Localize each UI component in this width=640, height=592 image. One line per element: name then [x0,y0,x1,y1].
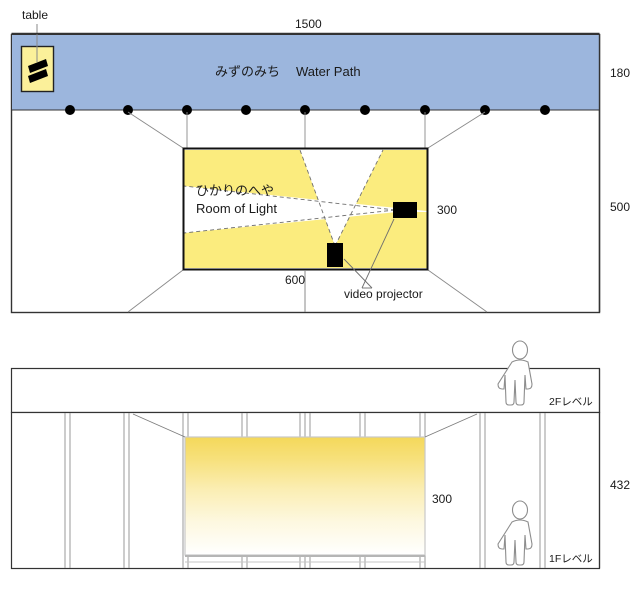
water-path-band [12,35,599,110]
video-projector-label: video projector [344,287,423,301]
column-dot [182,105,192,115]
projector-leader-lines [343,218,395,289]
plan-diagonal-guides [127,111,488,313]
elevation-diagonal-guides [132,413,478,438]
table-marks [28,59,48,83]
person-1f-figure [497,500,533,566]
plan-view [10,24,601,314]
level-2f-label: 2Fレベル [549,396,593,408]
water-depth-dimension-label: 180 [610,66,631,80]
beam-dashed-outlines [183,149,396,247]
room-of-light-label-jp: ひかりのへや [196,183,275,198]
water-path-label-jp: みずのみち [215,64,281,79]
room-of-light-border [182,147,429,271]
total-depth-dimension-label: 500 [610,200,631,214]
room-width-dimension-label: 600 [285,273,306,287]
person-2f-figure [497,340,533,406]
projection-spread-lower [184,212,427,268]
light-room-panel [184,436,426,556]
table-label: table [22,8,49,22]
column-dot [540,105,550,115]
column-dot [420,105,430,115]
elevation-view [10,340,601,570]
plan-width-dimension-label: 1500 [295,17,322,31]
column-dot [360,105,370,115]
room-depth-dimension-label: 300 [437,203,458,217]
wall-projector-beam [184,186,395,233]
column-dot [65,105,75,115]
column-dot [480,105,490,115]
room-of-light-label-en: Room of Light [196,201,277,216]
elevation-room-height-label: 300 [432,492,453,506]
floor-projector-beam [300,150,383,246]
column-dot [300,105,310,115]
column-dot-row [65,105,550,115]
column-dot [123,105,133,115]
water-path-label-en: Water Path [296,64,361,79]
floor-projector-shape [327,243,343,267]
elevation-2f-band [10,367,601,414]
wall-projector-shape [393,202,417,218]
elevation-height-dimension-label: 432 [610,478,631,492]
level-1f-label: 1Fレベル [549,553,593,565]
column-dot [241,105,251,115]
